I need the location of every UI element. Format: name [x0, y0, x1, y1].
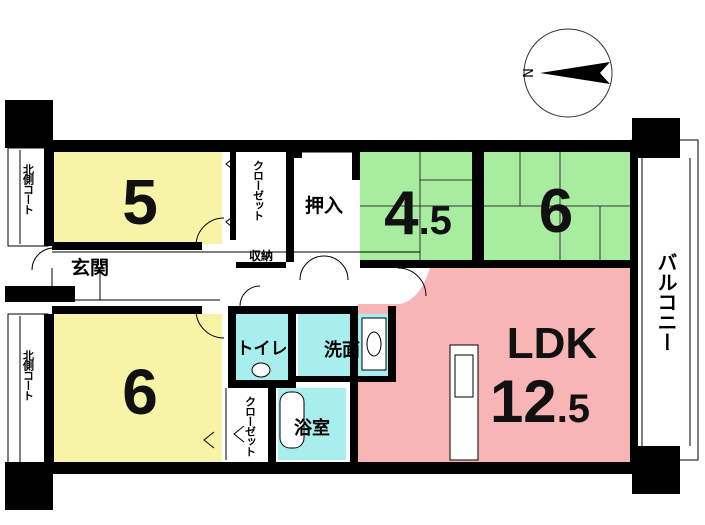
south-room-size: 6	[122, 356, 158, 428]
north-room-floor	[52, 150, 222, 244]
north-court-top-area	[7, 147, 49, 247]
tatami-small-size: 4.5	[384, 179, 452, 248]
north-room-closet-label: クローゼット	[252, 160, 265, 221]
walls	[5, 100, 680, 510]
ldk-name: LDK	[507, 319, 598, 368]
bathroom-label: 浴室	[294, 417, 330, 439]
toilet-label: トイレ	[237, 339, 288, 359]
oshiire-label: 押入	[305, 194, 343, 217]
tatami-small-size-frac: .5	[419, 199, 452, 243]
north-room-size: 5	[122, 166, 158, 238]
ldk-size: 12.5	[490, 368, 590, 435]
storage-label: 収納	[249, 248, 273, 263]
south-room-closet-label: クローゼット	[244, 396, 257, 457]
compass: N	[522, 28, 613, 118]
balcony-label: バルコニー	[654, 252, 678, 352]
compass-north-letter: N	[522, 68, 537, 78]
tatami-large-size: 6	[539, 177, 573, 246]
ldk-size-main: 12	[490, 368, 557, 435]
tatami-small-size-main: 4	[384, 179, 419, 248]
genkan-label: 玄関	[71, 256, 109, 279]
north-court-bottom-label: 北側コート	[22, 349, 36, 401]
tatami-grid	[360, 152, 632, 260]
north-court-bottom-area	[7, 313, 49, 465]
ldk-size-frac: .5	[557, 387, 590, 431]
ldk-floor	[358, 268, 632, 462]
washroom-label: 洗面	[324, 339, 360, 361]
north-court-top-label: 北側コート	[22, 163, 36, 215]
south-room-floor	[52, 314, 222, 462]
compass-needle-icon	[540, 62, 610, 84]
balcony-area	[631, 139, 699, 461]
fixtures	[19, 150, 691, 462]
